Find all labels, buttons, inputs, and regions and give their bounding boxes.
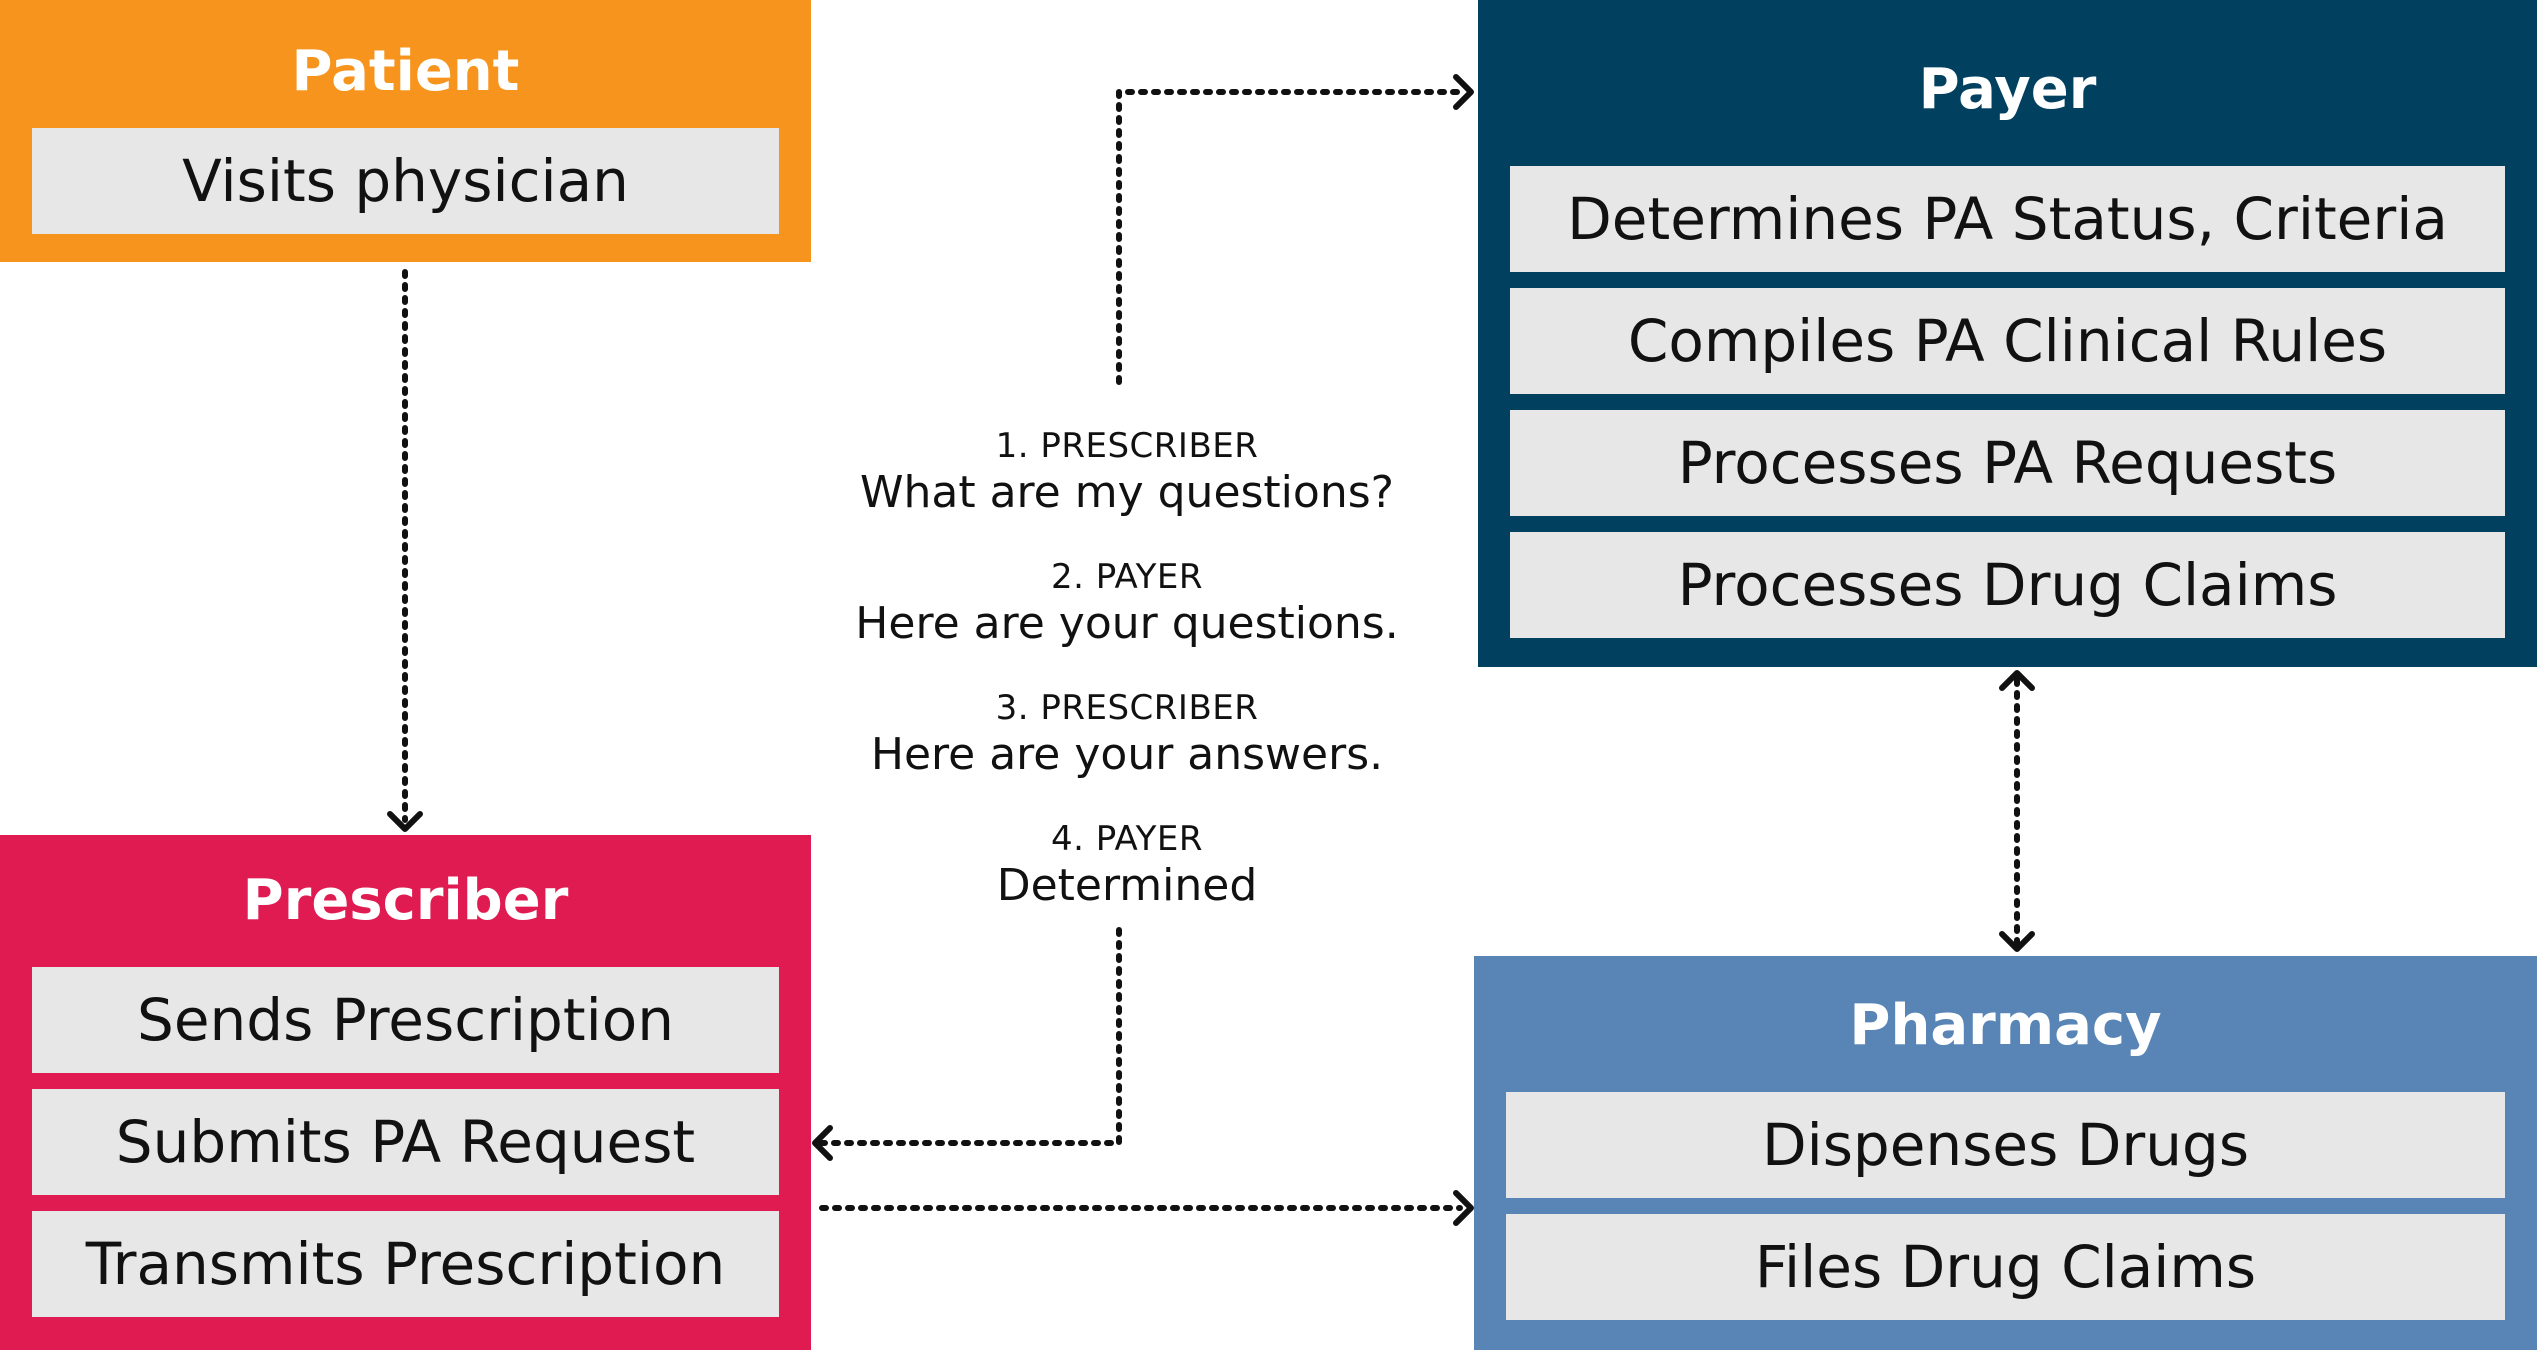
arrowhead-icon bbox=[1999, 670, 2035, 691]
step-label: 3. PRESCRIBER bbox=[995, 688, 1259, 729]
arrowhead-icon bbox=[387, 811, 423, 832]
exchange-step: 1. PRESCRIBER What are my questions? bbox=[843, 425, 1411, 518]
prescriber-item: Submits PA Request bbox=[32, 1089, 779, 1195]
step-text: Here are your questions. bbox=[855, 597, 1399, 649]
payer-box: Payer Determines PA Status, Criteria Com… bbox=[1478, 0, 2537, 667]
pharmacy-item: Files Drug Claims bbox=[1506, 1214, 2505, 1320]
exchange-step: 3. PRESCRIBER Here are your answers. bbox=[843, 687, 1411, 780]
step-label: 1. PRESCRIBER bbox=[995, 426, 1259, 466]
exchange-steps: 1. PRESCRIBER What are my questions? 2. … bbox=[843, 425, 1411, 949]
pharmacy-item: Dispenses Drugs bbox=[1506, 1092, 2505, 1198]
step-label: 4. PAYER bbox=[1050, 819, 1204, 860]
arrowhead-icon bbox=[1453, 74, 1474, 110]
patient-title: Patient bbox=[291, 39, 520, 104]
prescriber-item: Transmits Prescription bbox=[32, 1211, 779, 1317]
prescriber-box: Prescriber Sends Prescription Submits PA… bbox=[0, 835, 811, 1350]
payer-item: Compiles PA Clinical Rules bbox=[1510, 288, 2505, 394]
steps-to-payer-connector bbox=[1116, 89, 1463, 385]
prescriber-title: Prescriber bbox=[242, 868, 569, 933]
exchange-step: 2. PAYER Here are your questions. bbox=[843, 556, 1411, 649]
step-text: Determined bbox=[996, 859, 1258, 911]
payer-item: Determines PA Status, Criteria bbox=[1510, 166, 2505, 272]
steps-to-prescriber-connector bbox=[819, 927, 1122, 1146]
patient-box: Patient Visits physician bbox=[0, 0, 811, 262]
step-label: 2. PAYER bbox=[1050, 557, 1204, 598]
payer-item: Processes PA Requests bbox=[1510, 410, 2505, 516]
arrowhead-icon bbox=[1999, 931, 2035, 952]
arrowhead-icon bbox=[1453, 1190, 1474, 1226]
prescriber-item: Sends Prescription bbox=[32, 967, 779, 1073]
exchange-step: 4. PAYER Determined bbox=[843, 818, 1411, 911]
payer-item: Processes Drug Claims bbox=[1510, 532, 2505, 638]
step-text: What are my questions? bbox=[860, 466, 1394, 518]
payer-title: Payer bbox=[1918, 57, 2097, 122]
patient-item: Visits physician bbox=[32, 128, 779, 234]
pharmacy-box: Pharmacy Dispenses Drugs Files Drug Clai… bbox=[1474, 956, 2537, 1350]
pharmacy-title: Pharmacy bbox=[1849, 993, 2162, 1058]
arrowhead-icon bbox=[812, 1125, 833, 1161]
step-text: Here are your answers. bbox=[870, 728, 1384, 780]
